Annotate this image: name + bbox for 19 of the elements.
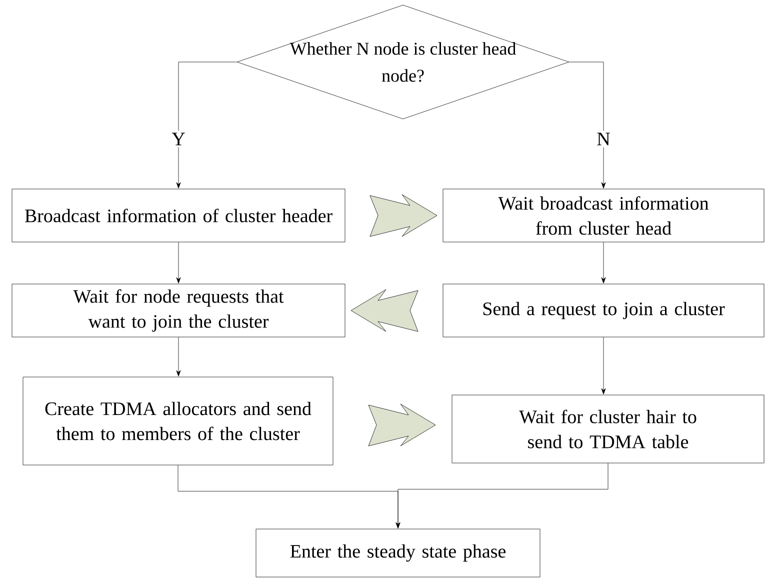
process-box: Wait broadcast information from cluster head xyxy=(442,188,764,242)
process-box: Enter the steady state phase xyxy=(256,528,540,578)
block-arrow xyxy=(350,289,418,332)
edge-label: Y xyxy=(172,132,185,146)
arrow xyxy=(601,242,606,284)
arrow xyxy=(176,242,181,284)
arrow xyxy=(176,62,237,188)
arrow xyxy=(569,62,606,188)
edge-label: N xyxy=(597,132,610,146)
arrow xyxy=(601,337,606,394)
arrow xyxy=(176,337,181,376)
block-arrow xyxy=(370,194,438,237)
process-box: Send a request to join a cluster xyxy=(442,284,764,338)
arrow xyxy=(396,463,608,528)
process-box: Create TDMA allocators and send them to members of the cluster xyxy=(22,376,334,466)
process-box: Wait for cluster hair to send to TDMA table xyxy=(452,394,764,464)
process-box: Wait for node requests that want to join the cluster xyxy=(12,284,346,338)
process-box: Broadcast information of cluster header xyxy=(12,188,346,242)
block-arrow xyxy=(368,404,436,446)
